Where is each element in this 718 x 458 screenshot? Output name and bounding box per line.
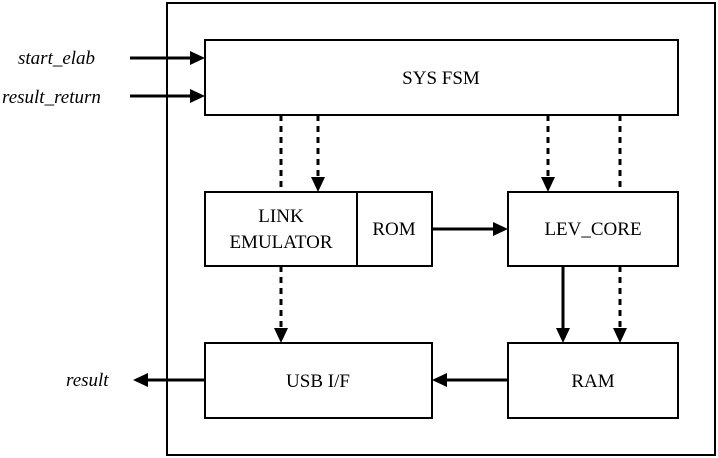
lev-core-label: LEV_CORE xyxy=(544,219,641,240)
arrow-ram-to-usb-if xyxy=(432,373,508,387)
arrow-sys-fsm-to-ram xyxy=(613,266,627,343)
arrow-result-return-to-sys-fsm xyxy=(130,89,205,103)
sys-fsm-label: SYS FSM xyxy=(402,68,480,89)
lev-core-block: LEV_CORE xyxy=(507,191,679,267)
usb-if-block: USB I/F xyxy=(204,342,433,419)
arrow-start-elab-to-sys-fsm xyxy=(130,51,205,65)
start-elab-label: start_elab xyxy=(18,48,95,69)
arrow-sys-fsm-to-lev-core xyxy=(541,115,555,192)
system-boundary xyxy=(166,2,716,456)
ram-label: RAM xyxy=(571,371,614,392)
rom-block: ROM xyxy=(356,191,433,267)
rom-label: ROM xyxy=(372,219,415,240)
arrow-sys-fsm-to-link-emulator xyxy=(311,115,325,192)
link-emulator-label-line1: LINK xyxy=(258,206,304,227)
sys-fsm-block: SYS FSM xyxy=(204,39,679,116)
result-return-label: result_return xyxy=(2,87,101,108)
usb-if-label: USB I/F xyxy=(286,371,350,392)
link-emulator-block: LINK EMULATOR xyxy=(204,191,358,267)
link-emulator-label-line2: EMULATOR xyxy=(229,232,332,253)
result-label: result xyxy=(66,370,109,391)
arrow-link-emulator-to-usb-if xyxy=(274,266,288,343)
arrow-rom-to-lev-core xyxy=(432,222,508,236)
arrow-lev-core-to-ram xyxy=(556,266,570,343)
arrow-usb-if-to-result xyxy=(133,373,205,387)
ram-block: RAM xyxy=(507,342,679,419)
